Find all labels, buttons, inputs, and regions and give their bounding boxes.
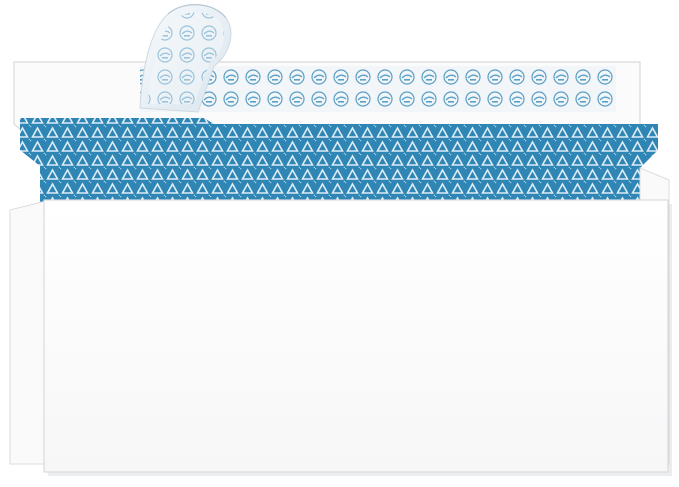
security-tint-panel	[20, 118, 658, 212]
peel-strip-fold-edge	[167, 4, 227, 19]
release-liner-strip	[140, 66, 616, 112]
envelope-front	[43, 199, 669, 473]
peel-strip-curl-logos	[148, 12, 225, 105]
